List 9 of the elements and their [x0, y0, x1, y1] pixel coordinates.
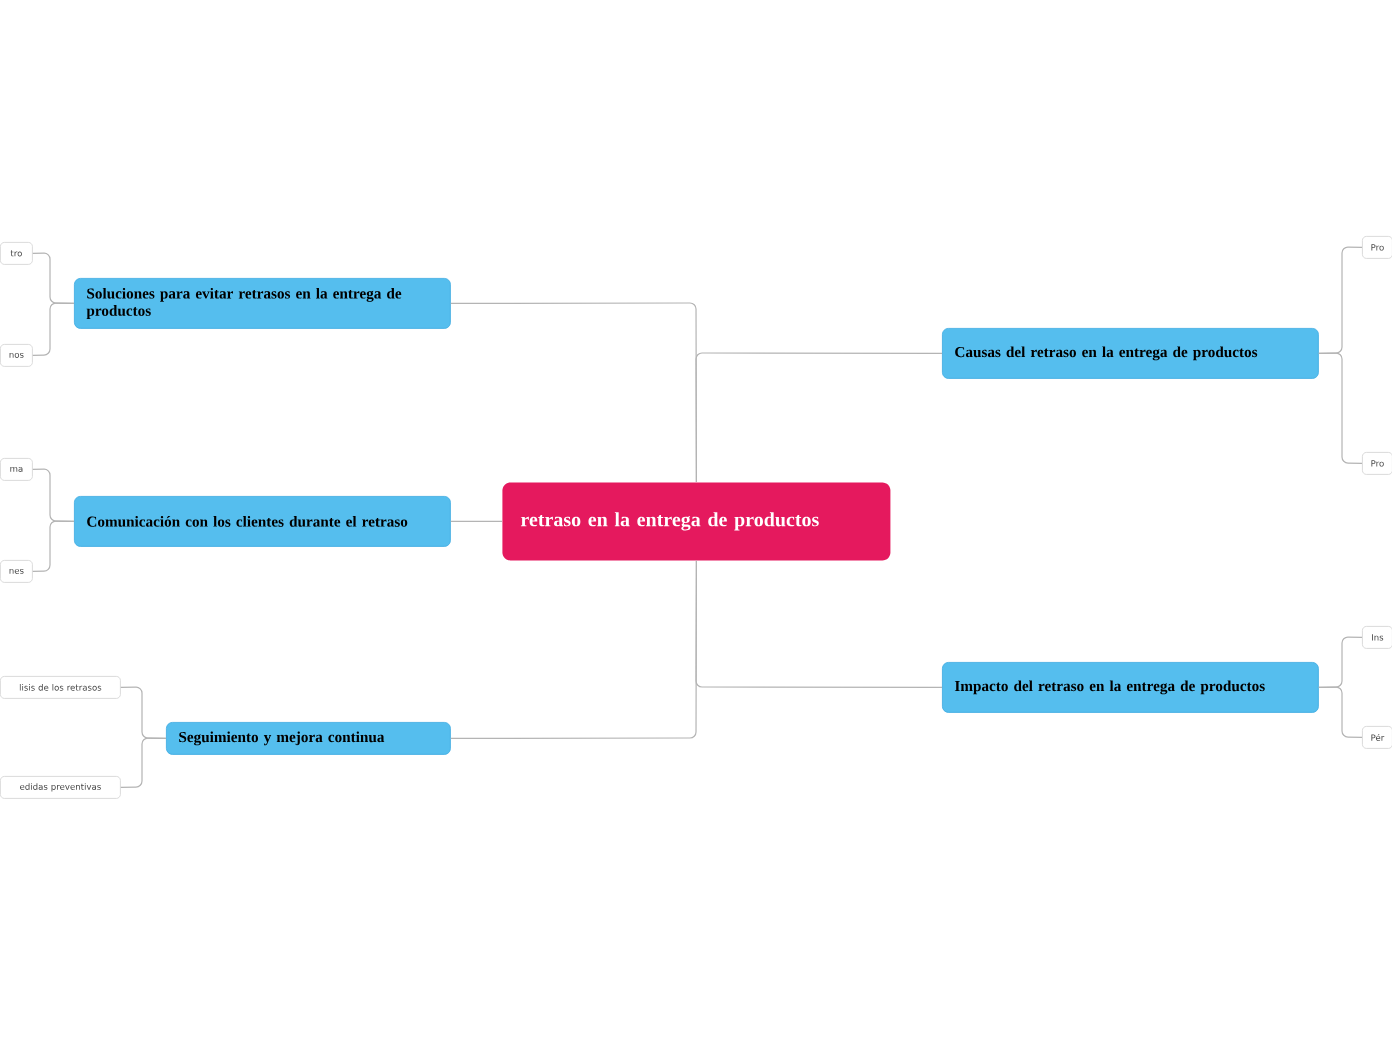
- connector: [695, 352, 943, 483]
- connector: [1318, 686, 1363, 738]
- connector: [695, 560, 943, 688]
- connector: [32, 520, 75, 572]
- connector: [32, 302, 75, 356]
- connector: [450, 520, 503, 522]
- connector: [120, 737, 167, 788]
- root-topic-box: retraso en la entrega de productos: [502, 482, 891, 561]
- connector: [1318, 352, 1363, 464]
